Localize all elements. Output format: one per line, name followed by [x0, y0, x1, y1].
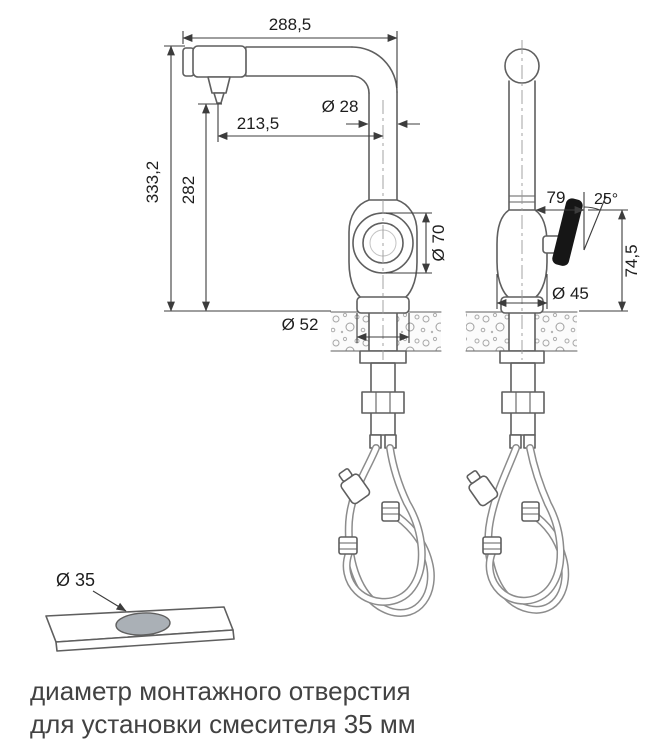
dim-spout-reach: 213,5 [237, 114, 280, 133]
spout-pipe [245, 46, 398, 202]
faucet-side-view [465, 40, 583, 614]
caption: диаметр монтажного отверстия для установ… [30, 676, 416, 739]
hose-fitting-side-1 [521, 501, 540, 522]
dim-spout-outlet-height: 282 [179, 176, 198, 204]
shutoff-valve-front [338, 468, 371, 505]
countertop-edge [55, 629, 235, 652]
dimension-labels: 288,5 213,5 Ø 28 333,2 282 Ø 70 Ø 52 79 … [143, 15, 641, 334]
hose-fitting-front-2 [338, 536, 358, 555]
dim-handle-angle: 25° [594, 191, 618, 208]
dim-handle-length: 79 [547, 188, 566, 207]
dim-side-body-diameter: Ø 45 [552, 284, 589, 303]
caption-line-2: для установки смесителя 35 мм [30, 709, 416, 739]
shutoff-valve-side [466, 470, 499, 507]
lever-handle [552, 198, 583, 266]
hole-leader-line [92, 590, 127, 612]
dim-base-diameter: Ø 52 [282, 315, 319, 334]
supply-hoses-front [338, 444, 435, 617]
mounting-hole [115, 612, 171, 636]
spray-nozzle [207, 76, 231, 94]
hose-fitting-side-2 [482, 536, 502, 555]
dim-handle-height: 74,5 [622, 244, 641, 277]
faucet-front-view [182, 45, 442, 617]
supply-hoses-side [466, 444, 570, 614]
dim-total-height: 333,2 [143, 161, 162, 204]
dim-top-width: 288,5 [269, 15, 312, 34]
dim-mounting-hole-diameter: Ø 35 [56, 570, 95, 590]
hose-fitting-front-1 [381, 501, 400, 522]
dim-spout-pipe-diameter: Ø 28 [322, 97, 359, 116]
dimension-lines [164, 31, 628, 343]
dim-ring-diameter: Ø 70 [429, 225, 448, 262]
countertop-hole-view: Ø 35 [45, 570, 235, 652]
caption-line-1: диаметр монтажного отверстия [30, 676, 411, 706]
mounting-nut-side [501, 391, 545, 414]
spray-head [182, 45, 247, 104]
mounting-nut-front [361, 391, 405, 414]
